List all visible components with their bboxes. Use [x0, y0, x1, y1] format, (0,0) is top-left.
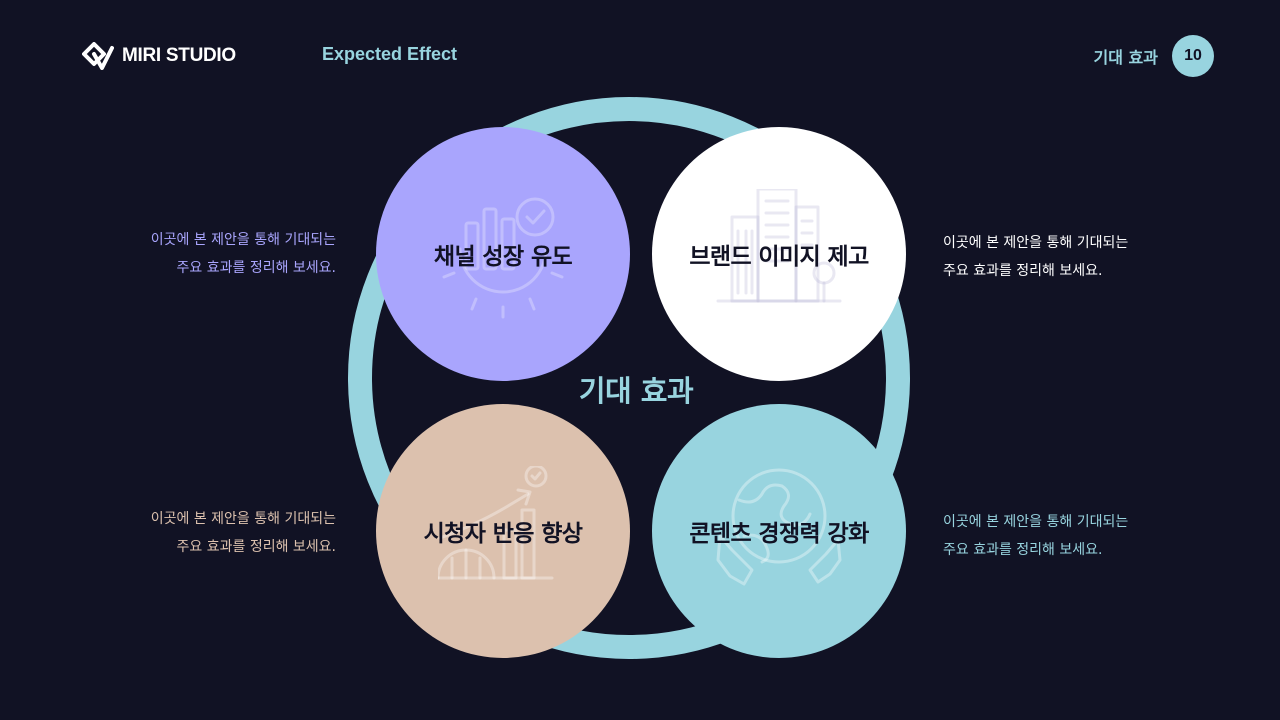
effect-description-line: 이곳에 본 제안을 통해 기대되는: [943, 514, 1129, 530]
effect-circle-brand-image: 브랜드 이미지 제고: [652, 127, 906, 381]
effect-description-line: 주요 효과를 정리해 보세요.: [943, 542, 1103, 558]
miri-logo-icon: [82, 42, 114, 70]
effect-description-line: 주요 효과를 정리해 보세요.: [176, 260, 336, 276]
audience-growth-chart-icon: [438, 466, 554, 580]
effect-description-line: 이곳에 본 제안을 통해 기대되는: [150, 232, 336, 248]
logo-text: MIRI STUDIO: [122, 45, 236, 66]
effect-description: 이곳에 본 제안을 통해 기대되는 주요 효과를 정리해 보세요.: [943, 508, 1128, 564]
gear-growth-chart-icon: [442, 197, 564, 319]
effect-description-line: 이곳에 본 제안을 통해 기대되는: [150, 511, 336, 527]
effect-description: 이곳에 본 제안을 통해 기대되는 주요 효과를 정리해 보세요.: [943, 229, 1128, 285]
section-title: Expected Effect: [322, 44, 458, 64]
center-title: 기대 효과: [578, 374, 694, 408]
globe-hands-icon: [716, 468, 842, 586]
section-title-kr: 기대 효과: [1093, 48, 1158, 67]
effect-description: 이곳에 본 제안을 통해 기대되는 주요 효과를 정리해 보세요.: [151, 505, 336, 561]
effect-circle-viewer-response: 시청자 반응 향상: [376, 404, 630, 658]
effect-description: 이곳에 본 제안을 통해 기대되는 주요 효과를 정리해 보세요.: [151, 226, 336, 282]
page-number-badge: 10: [1172, 35, 1214, 77]
effect-description-line: 주요 효과를 정리해 보세요.: [176, 539, 336, 555]
effect-label: 콘텐츠 경쟁력 강화: [689, 521, 869, 547]
effect-label: 채널 성장 유도: [433, 244, 573, 270]
city-buildings-icon: [716, 189, 842, 303]
logo: MIRI STUDIO: [82, 40, 236, 72]
effect-circle-channel-growth: 채널 성장 유도: [376, 127, 630, 381]
effect-label: 시청자 반응 향상: [423, 521, 583, 547]
effect-label: 브랜드 이미지 제고: [689, 244, 869, 270]
effect-circle-content-competitiveness: 콘텐츠 경쟁력 강화: [652, 404, 906, 658]
effect-description-line: 주요 효과를 정리해 보세요.: [943, 263, 1103, 279]
effect-description-line: 이곳에 본 제안을 통해 기대되는: [943, 235, 1129, 251]
